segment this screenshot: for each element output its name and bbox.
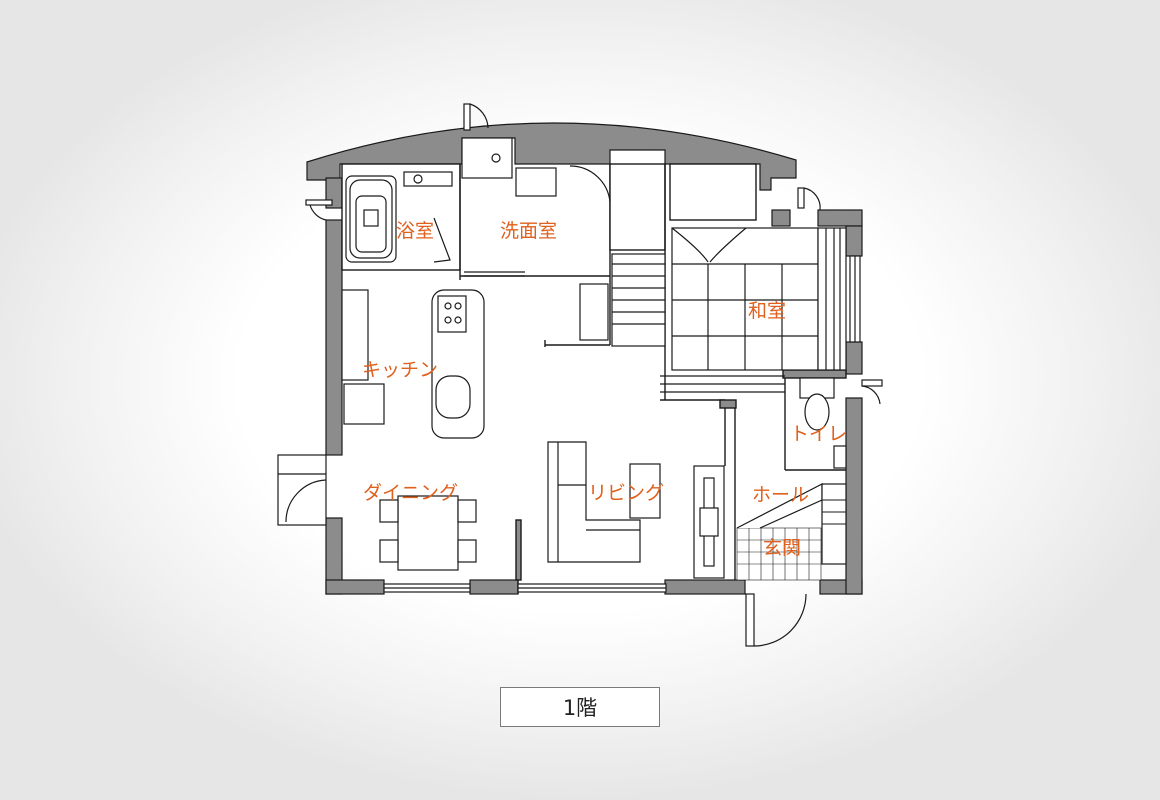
tatami-grid: [671, 227, 847, 371]
room-label-kitchen: キッチン: [362, 359, 439, 381]
room-label-living: リビング: [588, 482, 665, 504]
floor-caption: 1階: [500, 687, 660, 727]
room-label-japanese-room: 和室: [748, 300, 787, 322]
kitchen-counter: [341, 289, 485, 439]
room-label-dining: ダイニング: [363, 482, 459, 504]
tv-shelf: [693, 465, 725, 579]
windows: [383, 255, 861, 593]
doors: [277, 103, 883, 647]
room-label-washroom: 洗面室: [500, 220, 558, 242]
entrance-tiles: [736, 483, 847, 581]
exterior-walls: [306, 122, 863, 595]
toilet: [799, 377, 847, 469]
bathtub: [345, 171, 453, 263]
stairs: [579, 253, 785, 393]
room-label-hall: ホール: [752, 484, 810, 506]
room-label-entrance: 玄関: [763, 537, 802, 559]
dining-table: [379, 495, 477, 571]
room-label-bath: 浴室: [396, 220, 435, 242]
washroom-fixtures: [461, 137, 557, 277]
room-label-toilet: トイレ: [790, 423, 848, 445]
floor-caption-text: 1階: [562, 696, 598, 720]
sofa: [547, 441, 661, 563]
